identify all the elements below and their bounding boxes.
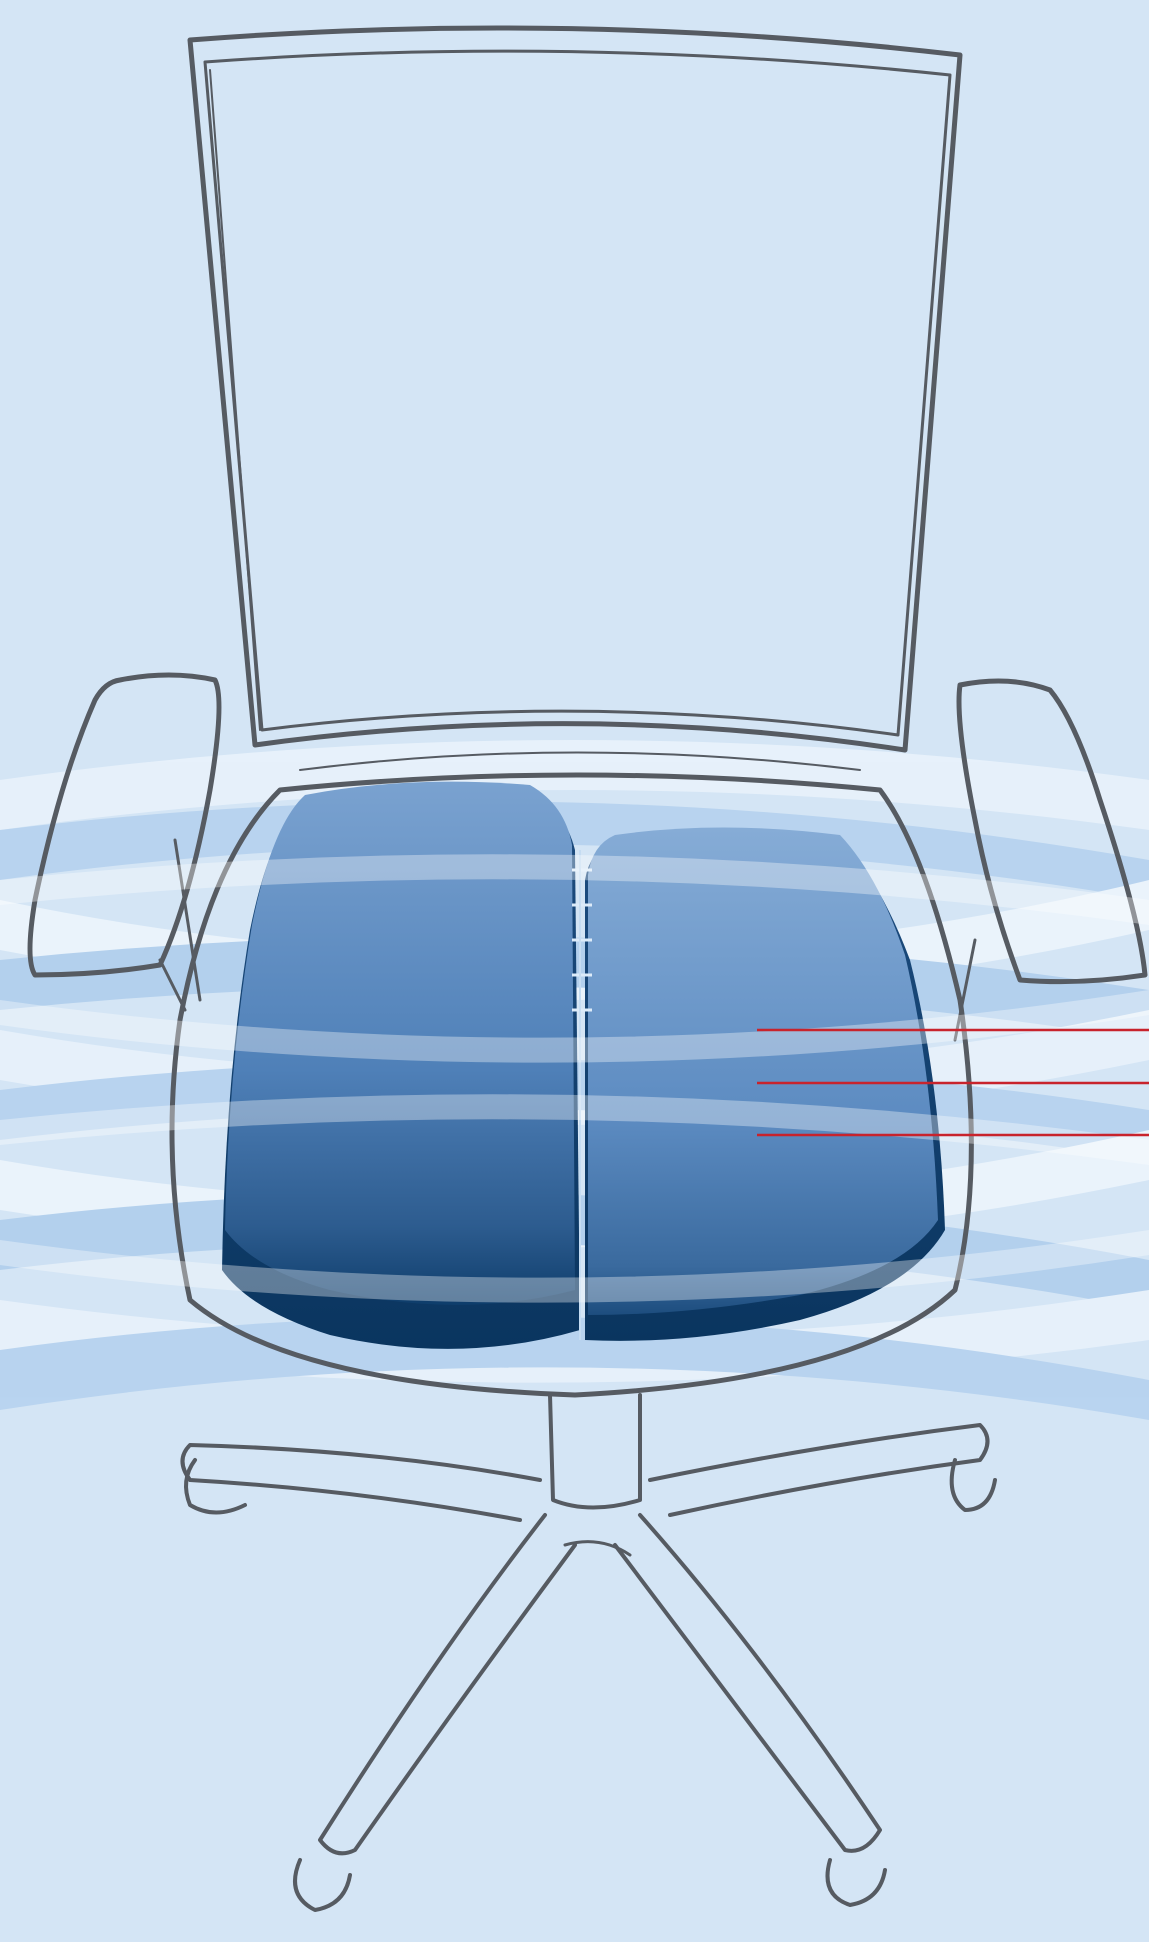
right-cushion: [585, 827, 945, 1341]
left-armrest: [27, 672, 222, 1012]
chair-column: [548, 1393, 642, 1557]
chair-backrest: [187, 25, 963, 753]
right-armrest: [953, 678, 1148, 1042]
annotation-markers: [757, 1028, 1149, 1137]
left-cushion: [222, 781, 580, 1349]
chair-base: [180, 1423, 997, 1912]
seat-cushion: [222, 781, 945, 1349]
pressure-waves-front: [0, 854, 1149, 1303]
cushion-spine: [572, 850, 592, 1340]
seat-shell: [169, 751, 974, 1398]
